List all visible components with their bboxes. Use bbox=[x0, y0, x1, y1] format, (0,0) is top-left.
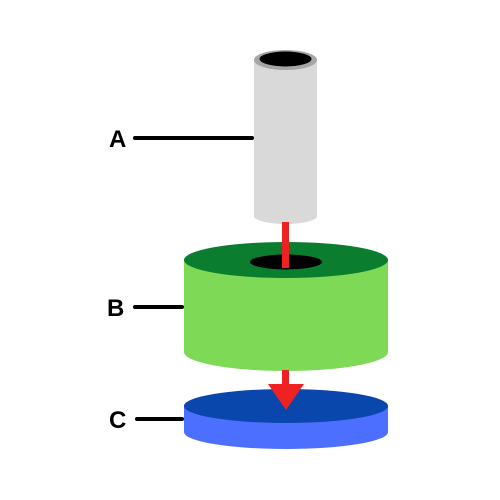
tube-a-opening bbox=[259, 51, 312, 67]
beam-through-hole bbox=[282, 222, 289, 268]
label-a: A bbox=[109, 126, 126, 153]
component-a-tube bbox=[254, 50, 317, 224]
label-b: B bbox=[107, 295, 124, 322]
beam-arrow bbox=[268, 370, 304, 410]
arrow-head bbox=[268, 384, 304, 410]
ring-b-body bbox=[184, 260, 388, 371]
tube-a-body bbox=[254, 60, 317, 224]
beam-lower bbox=[282, 370, 289, 386]
label-c: C bbox=[109, 407, 126, 434]
component-b-ring bbox=[184, 222, 388, 371]
